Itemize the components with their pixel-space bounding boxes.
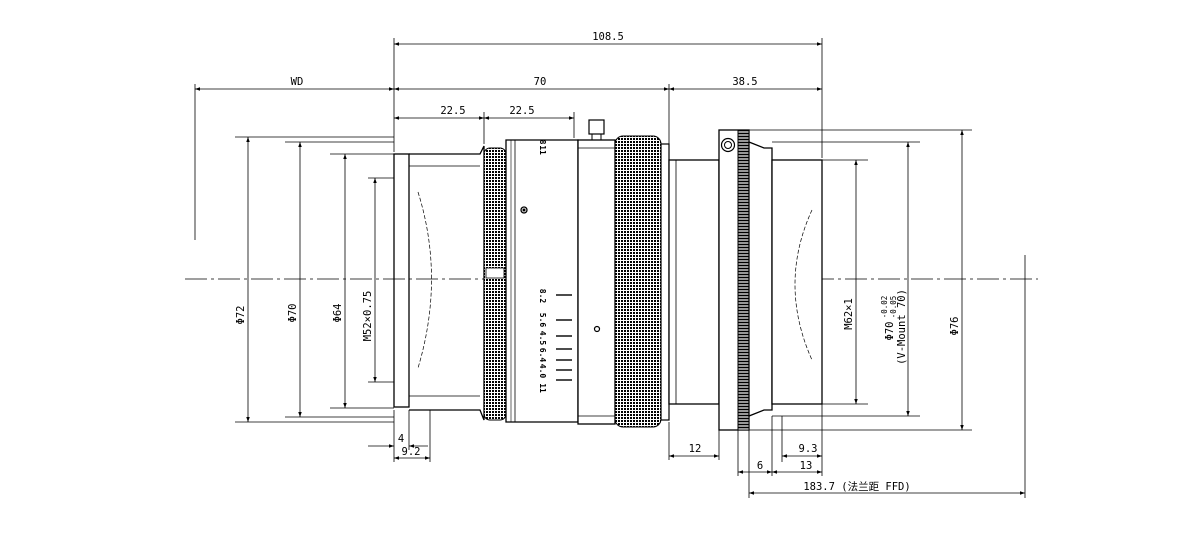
- index-dot: [520, 206, 528, 214]
- top-mark: 11: [538, 145, 547, 155]
- dim-front-section-b: 22.5: [509, 105, 534, 117]
- aperture-ring: [577, 139, 616, 425]
- focus-mark: 6.4: [538, 348, 547, 363]
- rear-barrel: [771, 159, 823, 405]
- dim-rear-9-3: 9.3: [799, 443, 818, 455]
- front-rim: [393, 153, 410, 408]
- focus-mark: 5.6: [538, 313, 547, 328]
- dim-flange-focal-distance: 183.7 (法兰距 FFD): [803, 480, 910, 493]
- dim-flange-6: 6: [757, 460, 763, 472]
- scale-markings: 8.2 5.6 4.5 6.4 4.0 11 11 8: [538, 140, 547, 393]
- dim-rim-4: 4: [398, 433, 404, 445]
- dim-diameter-76: Φ76: [949, 317, 961, 336]
- focus-mark: 8.2: [538, 289, 547, 304]
- aperture-index-circle: [593, 325, 601, 333]
- dim-mount-diameter: Φ70: [884, 322, 896, 341]
- dim-filter-thread: M52×0.75: [362, 291, 374, 342]
- rear-tube: [668, 159, 720, 405]
- focus-knurl-ring: [483, 147, 507, 421]
- dim-diameter-64: Φ64: [332, 304, 344, 323]
- flange-screw: [720, 137, 736, 153]
- rear-lens-element: [794, 209, 813, 361]
- dim-mount-length: 38.5: [732, 76, 757, 88]
- dim-tolerance-lower: -0.05: [889, 296, 898, 319]
- dim-overall-length: 108.5: [592, 31, 624, 43]
- dim-mount-type: (V-Mount 70): [896, 289, 908, 365]
- lens-body: [393, 119, 823, 431]
- dim-rear-13: 13: [800, 460, 813, 472]
- dim-body-length: 70: [534, 76, 547, 88]
- front-barrel: [409, 145, 485, 421]
- aperture-scale-ticks: [556, 294, 572, 381]
- dim-working-distance: WD: [291, 76, 304, 88]
- focus-mark: 4.0: [538, 364, 547, 379]
- dim-rim-9-2: 9.2: [402, 446, 421, 458]
- top-mark: 8: [538, 140, 547, 145]
- dimension-labels: 108.5 WD 70 38.5 22.5 22.5 Φ72 Φ70 Φ64 M…: [235, 31, 961, 493]
- dim-rear-thread: M62×1: [843, 298, 855, 330]
- dim-tolerance-upper: -0.02: [880, 296, 889, 319]
- front-lens-element: [417, 191, 432, 369]
- dim-front-section-a: 22.5: [440, 105, 465, 117]
- dim-tube-12: 12: [689, 443, 702, 455]
- locking-screw: [588, 119, 605, 135]
- rear-mount: [748, 141, 773, 417]
- focus-mark: 11: [538, 383, 547, 393]
- rear-knurl-ring: [614, 135, 662, 428]
- dim-diameter-72: Φ72: [235, 306, 247, 325]
- focus-mark: 4.5: [538, 331, 547, 346]
- dimension-lines: [194, 38, 1026, 498]
- dim-diameter-70-front: Φ70: [287, 304, 299, 323]
